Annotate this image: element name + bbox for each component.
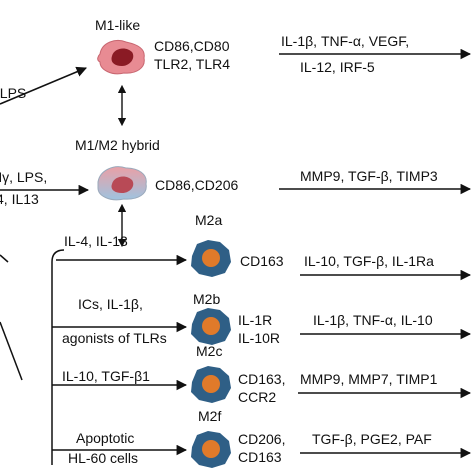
hybrid-input-label-line2: 4, IL13 xyxy=(0,191,39,207)
m1-title: M1-like xyxy=(95,17,140,33)
m2c-markers-line2: CCR2 xyxy=(238,389,276,405)
m1-markers-line2: TLR2, TLR4 xyxy=(154,56,230,72)
m2b-stimulus-line2: agonists of TLRs xyxy=(62,330,167,346)
m2-source-line xyxy=(0,321,23,381)
m2b-output: IL-1β, TNF-α, IL-10 xyxy=(313,312,433,328)
m2a-markers: CD163 xyxy=(240,253,284,269)
m2c-cell-icon xyxy=(191,366,231,403)
m1-input-label: , LPS xyxy=(0,85,26,101)
hybrid-cell-icon xyxy=(97,166,147,201)
m2f-cell-icon xyxy=(191,431,231,468)
hybrid-output: MMP9, TGF-β, TIMP3 xyxy=(300,168,438,184)
m2-side-line xyxy=(0,254,9,263)
m1-output-line2: IL-12, IRF-5 xyxy=(300,59,375,75)
hybrid-title: M1/M2 hybrid xyxy=(75,137,160,153)
m1-output-line1: IL-1β, TNF-α, VEGF, xyxy=(281,33,409,49)
m2c-stimulus: IL-10, TGF-β1 xyxy=(62,368,150,384)
m2f-stimulus-line2: HL-60 cells xyxy=(68,450,138,466)
m2c-output: MMP9, MMP7, TIMP1 xyxy=(300,371,438,387)
hybrid-markers: CD86,CD206 xyxy=(155,177,238,193)
m2-branch-trunk xyxy=(51,249,65,465)
m2f-markers-line1: CD206, xyxy=(238,431,285,447)
m2b-markers-line2: IL-10R xyxy=(238,330,280,346)
m2f-stimulus-line1: Apoptotic xyxy=(76,430,134,446)
m2f-title: M2f xyxy=(198,408,221,424)
m2f-output: TGF-β, PGE2, PAF xyxy=(312,431,432,447)
m2b-stimulus-line1: ICs, IL-1β, xyxy=(78,296,143,312)
m2b-markers-line1: IL-1R xyxy=(238,312,272,328)
m2f-markers-line2: CD163 xyxy=(238,449,282,465)
m2a-cell-icon xyxy=(191,240,231,277)
m1-cell-icon xyxy=(97,40,145,75)
hybrid-input-label-line1: Nγ, LPS, xyxy=(0,169,47,185)
m1-markers-line1: CD86,CD80 xyxy=(154,38,230,54)
m2a-output: IL-10, TGF-β, IL-1Ra xyxy=(304,253,434,269)
m2a-title: M2a xyxy=(195,212,222,228)
m1-input-arrow xyxy=(0,66,87,105)
m2c-markers-line1: CD163, xyxy=(238,371,285,387)
m2b-cell-icon xyxy=(191,308,231,345)
m2a-stimulus: IL-4, IL-13 xyxy=(64,233,128,249)
m2b-title: M2b xyxy=(193,291,220,307)
m2c-title: M2c xyxy=(196,343,222,359)
